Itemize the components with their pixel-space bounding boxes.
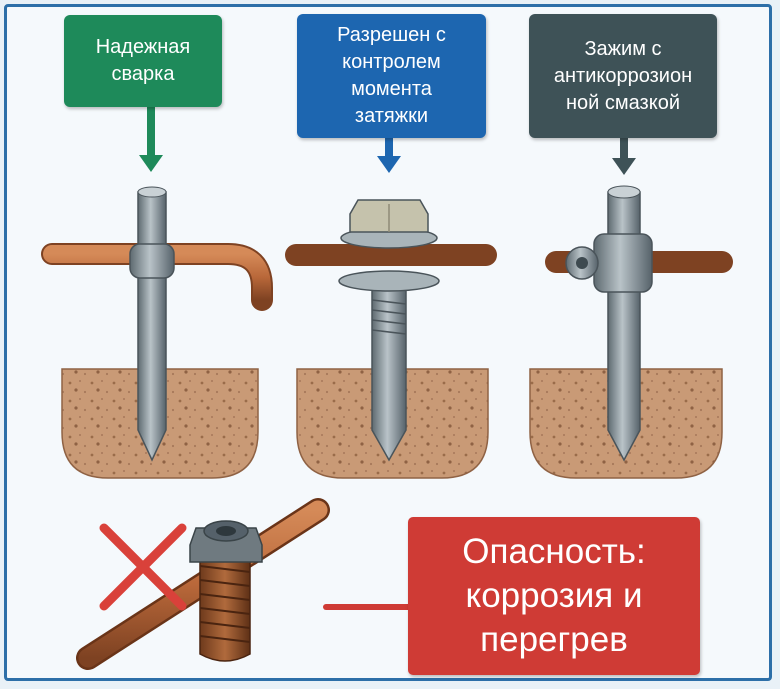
weld-callout: Надежная сварка xyxy=(64,15,222,107)
weld-conductor xyxy=(41,243,273,311)
arrow-down-icon xyxy=(612,138,636,175)
clamp-callout: Зажим с антикоррозион ной смазкой xyxy=(529,14,717,138)
danger-callout: Опасность: коррозия и перегрев xyxy=(408,517,700,675)
clamp-rod xyxy=(565,185,653,462)
corroded-bolt xyxy=(189,520,263,662)
bolt-callout: Разрешен с контролем момента затяжки xyxy=(297,14,486,138)
red-cross-icon xyxy=(99,523,187,611)
arrow-down-icon xyxy=(377,138,401,173)
weld-rod xyxy=(129,186,175,462)
arrow-down-icon xyxy=(139,107,163,172)
bolt-rod xyxy=(338,199,440,462)
